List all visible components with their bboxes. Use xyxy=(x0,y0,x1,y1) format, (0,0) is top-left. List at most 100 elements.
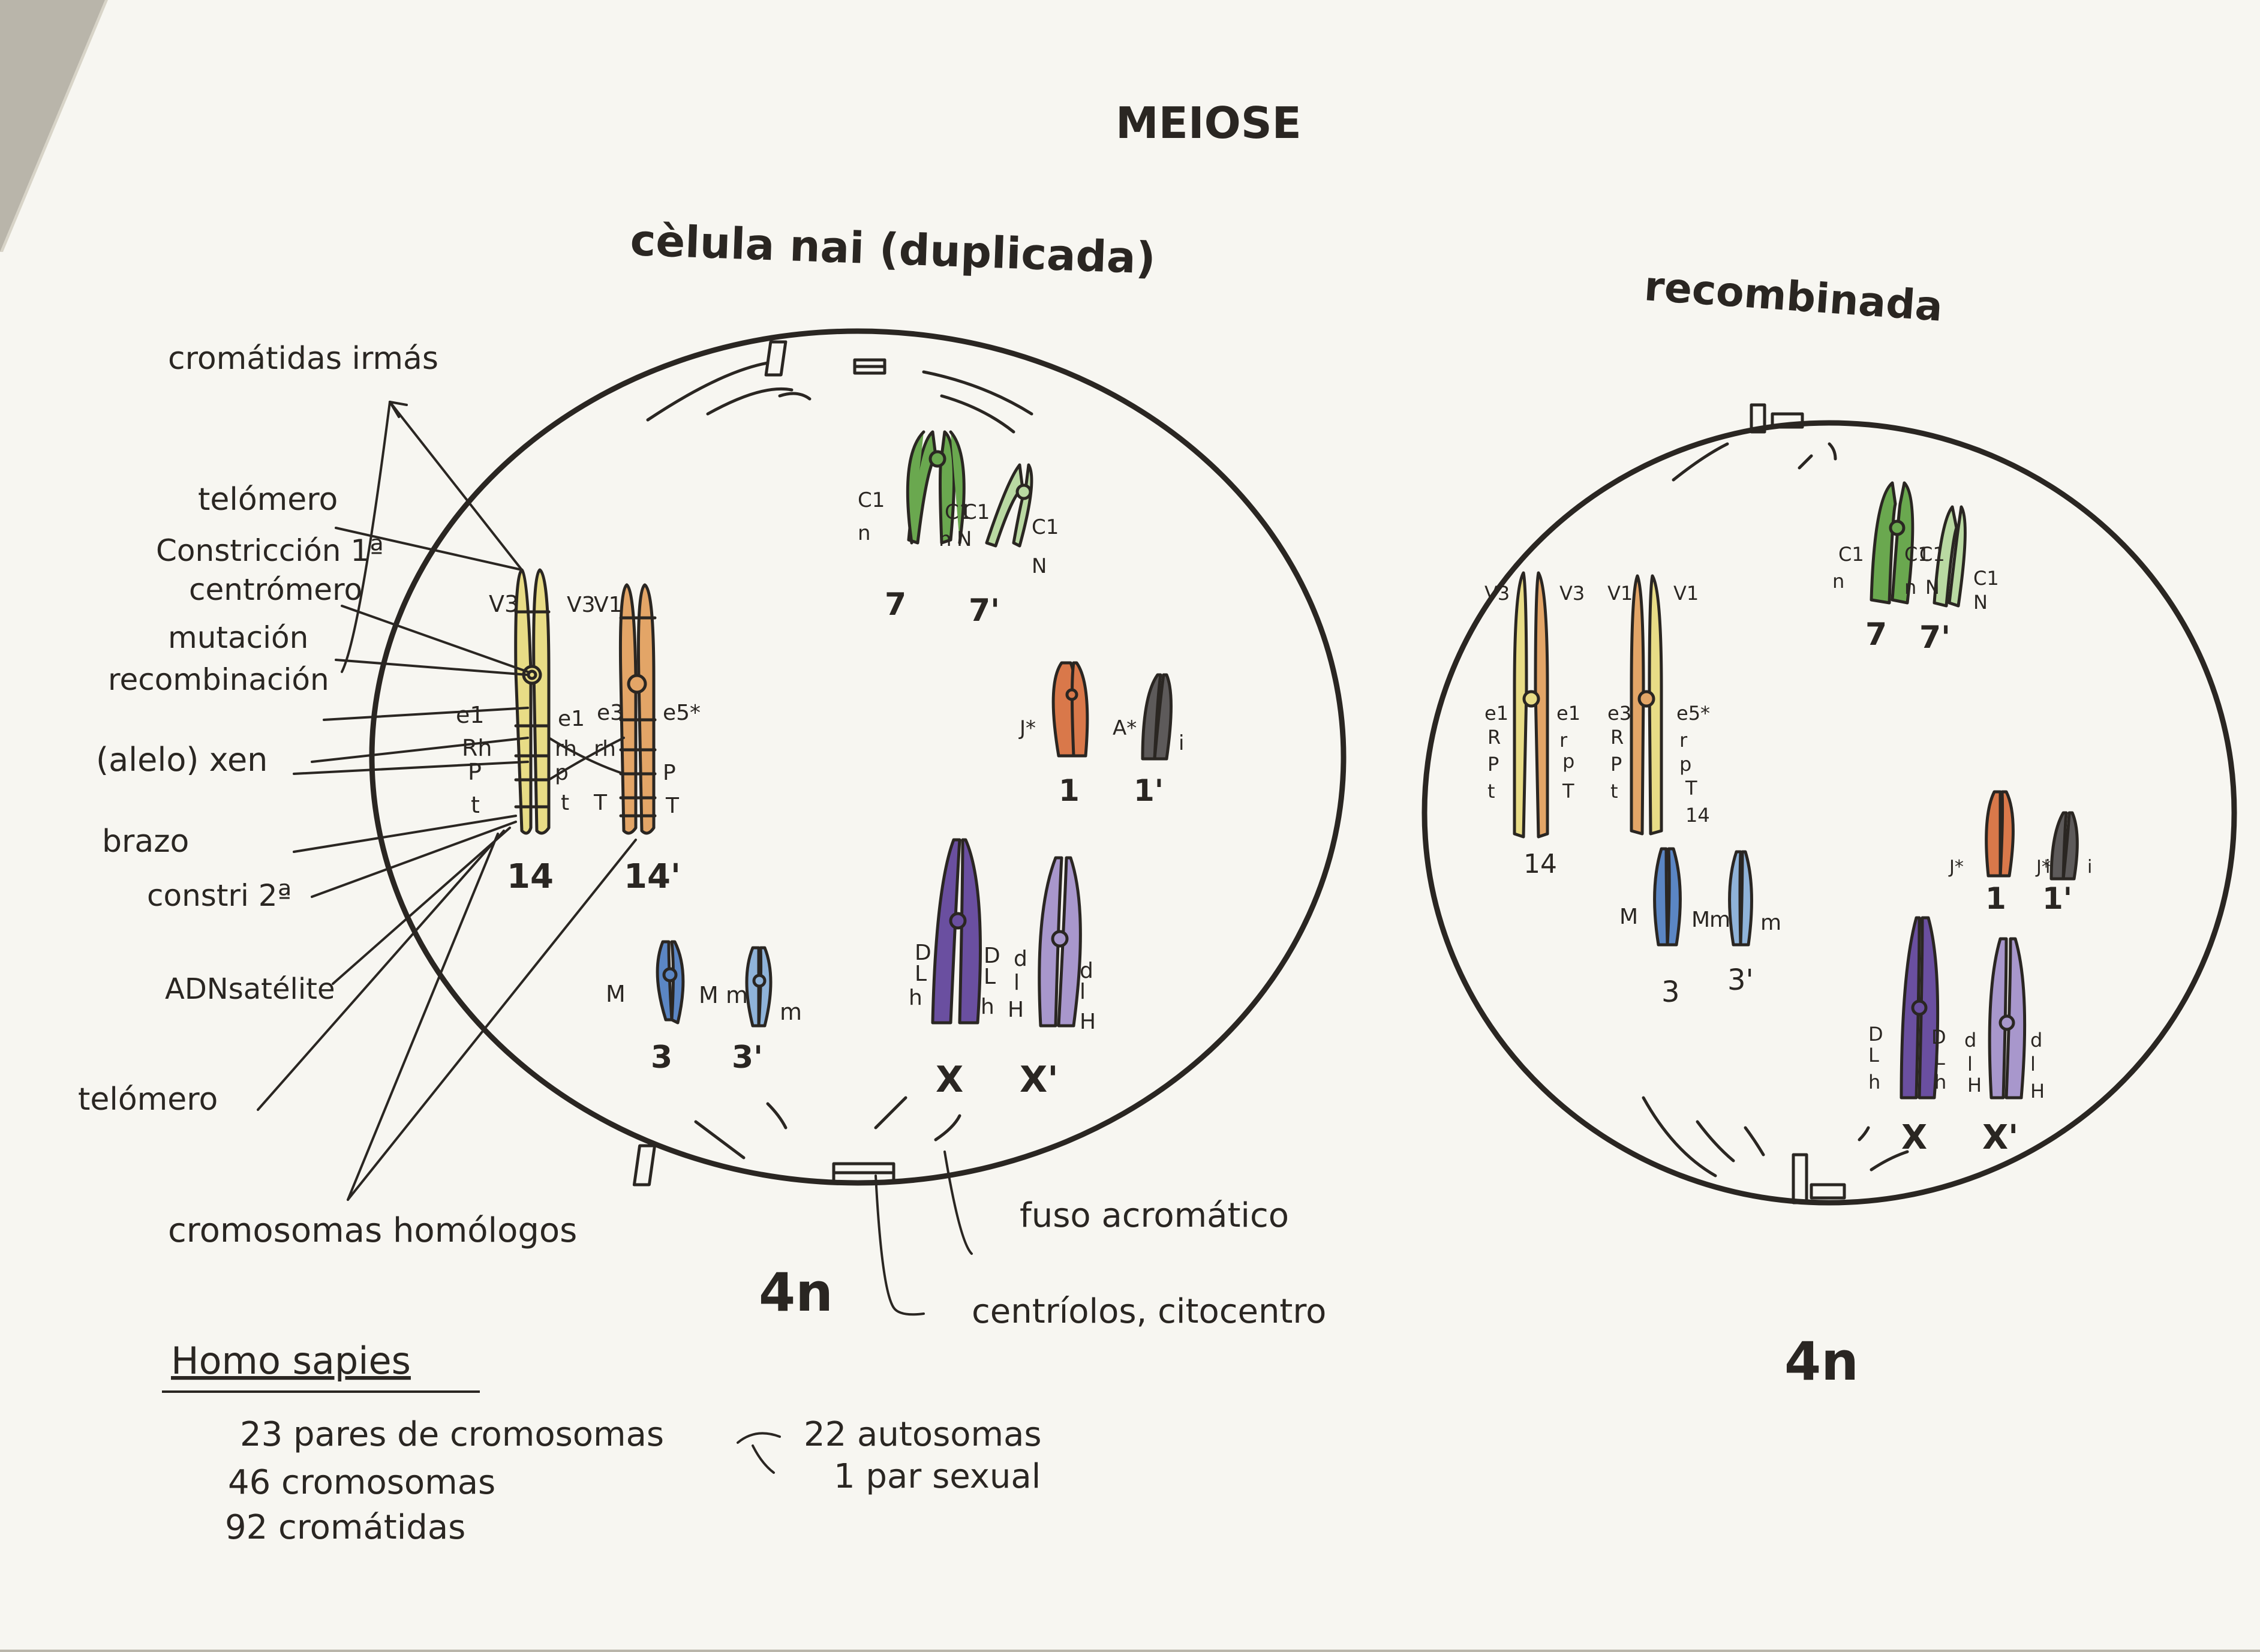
allele-label: P xyxy=(1610,753,1622,776)
allele-label: h xyxy=(981,995,994,1019)
label-chr-14-prime: 14' xyxy=(624,857,681,896)
label-recombinacion: recombinación xyxy=(108,662,329,697)
allele-label: d xyxy=(1014,947,1027,971)
allele-label: n xyxy=(858,521,871,545)
label-constriccion: Constricción 1ª xyxy=(156,533,384,568)
allele-label: h xyxy=(1868,1071,1880,1094)
allele-label: m xyxy=(1760,911,1781,935)
label-telomero-bottom: telómero xyxy=(78,1082,218,1118)
allele-label: D xyxy=(1868,1023,1883,1046)
species-line-3: 92 cromátidas xyxy=(225,1508,465,1547)
allele-label: H xyxy=(1967,1074,1982,1097)
cell2-ploidy: 4n xyxy=(1784,1330,1859,1392)
cell2-spindle-top xyxy=(1672,442,1837,482)
allele-label: i xyxy=(2045,857,2050,878)
chromosome-3 xyxy=(656,940,685,1025)
allele-label: i xyxy=(1179,731,1184,755)
allele-label: M xyxy=(606,981,626,1007)
chromosome-1 xyxy=(1051,661,1089,758)
allele-label: A* xyxy=(1113,716,1137,740)
allele-label: V1 xyxy=(594,593,623,617)
allele-label: l xyxy=(2030,1053,2036,1076)
allele-label: R xyxy=(1487,726,1501,749)
cell2-chromosome-7-prime xyxy=(1933,505,1967,608)
label-alelo-xen: (alelo) xen xyxy=(96,741,268,779)
allele-label: C1 xyxy=(1919,543,1945,566)
allele-label: M xyxy=(699,982,719,1008)
allele-label: e3 xyxy=(1607,702,1631,725)
label-mutacion: mutación xyxy=(168,620,308,655)
allele-label: L xyxy=(1934,1047,1945,1070)
allele-label: l xyxy=(1014,971,1020,995)
allele-label: V1 xyxy=(1673,582,1699,605)
cell1-centriole-bottom xyxy=(632,1144,895,1187)
species-heading: Homo sapies xyxy=(171,1339,411,1383)
species-branch-2: 1 par sexual xyxy=(834,1457,1041,1496)
chromosome-14-prime xyxy=(618,583,657,835)
allele-label: e1 xyxy=(456,702,485,728)
allele-label: C1 xyxy=(945,500,972,524)
allele-label: C1 xyxy=(1904,543,1930,566)
label-adn-satelite: ADNsatélite xyxy=(165,972,335,1006)
label-cromosomas-homologos: cromosomas homólogos xyxy=(168,1211,577,1250)
allele-label: P xyxy=(1487,753,1499,776)
allele-label: C1 xyxy=(1032,515,1059,539)
cell2-chromosome-14-prime xyxy=(1630,574,1663,836)
label-centromero: centrómero xyxy=(189,572,362,607)
allele-label: m xyxy=(726,982,748,1008)
crossover-lines xyxy=(548,737,625,781)
chromosome-7 xyxy=(906,430,966,545)
species-line-2: 46 cromosomas xyxy=(228,1463,495,1502)
cell1-centriole-top xyxy=(764,340,886,377)
allele-label: V3 xyxy=(567,593,596,617)
allele-label: rh xyxy=(594,737,616,761)
allele-label: h xyxy=(909,986,922,1010)
allele-label: T xyxy=(665,794,680,818)
allele-label: C1 xyxy=(963,500,990,524)
allele-label: M xyxy=(1691,908,1710,932)
label-chr-1-prime: 1' xyxy=(1134,773,1164,808)
annotation-arrows xyxy=(257,401,637,1201)
allele-label: H xyxy=(1008,998,1024,1022)
allele-label: J* xyxy=(2035,857,2051,878)
cell2-label-chr-1-prime: 1' xyxy=(2042,881,2072,916)
allele-label: e1 xyxy=(558,707,585,731)
allele-label: e5* xyxy=(1676,702,1710,725)
cell2-chromosome-x-prime xyxy=(1988,937,2027,1100)
label-chr-3-prime: 3' xyxy=(732,1040,763,1076)
cell2-chromosome-3 xyxy=(1653,847,1682,947)
allele-label: e1 xyxy=(1556,702,1580,725)
cell2-chromosome-1-prime xyxy=(2049,811,2079,881)
paper-shadow xyxy=(0,0,108,252)
allele-label: l xyxy=(1967,1053,1973,1076)
cell2-label-chr-x-prime: X' xyxy=(1982,1118,2018,1157)
allele-label: n xyxy=(1904,576,1916,599)
allele-label: C1 xyxy=(1838,543,1864,566)
allele-label: l xyxy=(1080,980,1086,1004)
allele-label: L xyxy=(984,965,996,989)
label-chr-x-prime: X' xyxy=(1020,1059,1059,1101)
cell2-spindle-bottom xyxy=(1642,1096,1909,1178)
label-fuso: fuso acromático xyxy=(1020,1196,1289,1235)
allele-label: N xyxy=(1032,554,1047,578)
allele-label: D xyxy=(984,944,1000,968)
allele-label: N xyxy=(1973,591,1988,614)
allele-label: Rh xyxy=(462,735,492,761)
allele-label: t xyxy=(1487,780,1495,803)
allele-label: V3 xyxy=(489,591,519,617)
cell2-label-chr-3: 3 xyxy=(1661,975,1680,1009)
cell2-label-chr-3-prime: 3' xyxy=(1727,963,1754,997)
chromosome-3-prime xyxy=(745,946,773,1028)
allele-label: V1 xyxy=(1607,582,1633,605)
allele-label: T xyxy=(1685,777,1697,800)
allele-label: C1 xyxy=(1973,567,1999,590)
allele-label: e1 xyxy=(1484,702,1508,725)
allele-label: T xyxy=(593,791,608,815)
cell2-centriole-top xyxy=(1750,403,1804,434)
chromosome-x-prime xyxy=(1038,856,1082,1028)
allele-label: J* xyxy=(1948,857,1964,878)
cell2-label-chr-1: 1 xyxy=(1985,881,2006,916)
